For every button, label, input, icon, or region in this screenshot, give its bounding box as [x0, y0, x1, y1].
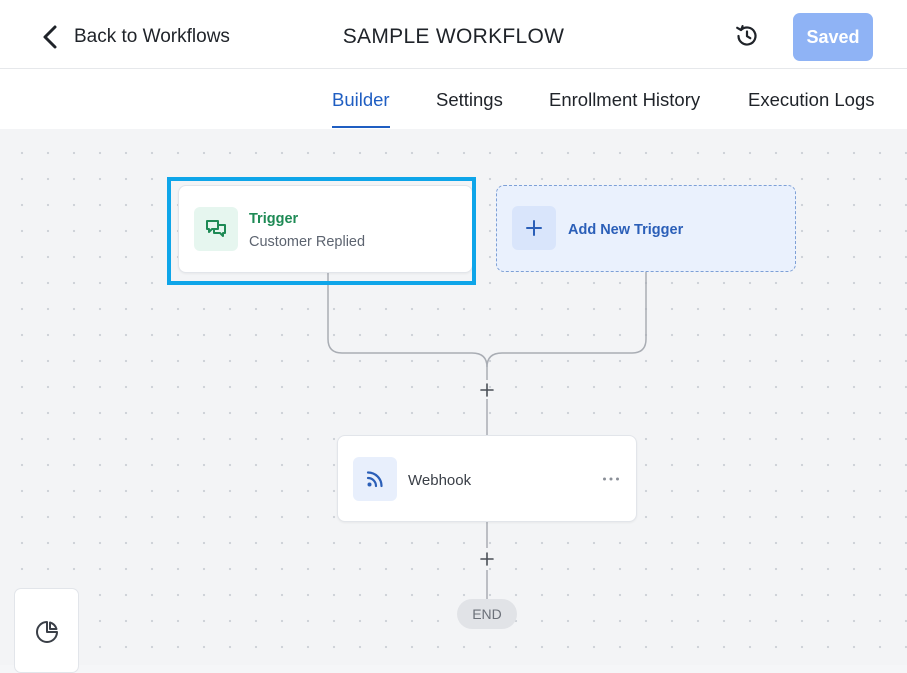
webhook-action-card[interactable]: Webhook	[337, 435, 637, 522]
analytics-button[interactable]	[14, 588, 79, 673]
more-horizontal-icon	[603, 477, 619, 481]
plus-icon	[526, 220, 542, 236]
plus-icon	[480, 383, 494, 397]
webhook-icon-box	[353, 457, 397, 501]
chat-icon	[206, 220, 226, 237]
tab-settings[interactable]: Settings	[436, 89, 503, 110]
tab-bar: Builder Settings Enrollment History Exec…	[0, 69, 907, 129]
add-step-button-end[interactable]	[477, 549, 497, 569]
top-bar: Back to Workflows SAMPLE WORKFLOW Saved	[0, 0, 907, 69]
tab-execution-logs[interactable]: Execution Logs	[748, 89, 875, 110]
tab-builder[interactable]: Builder	[332, 69, 390, 129]
add-step-button[interactable]	[477, 380, 497, 400]
history-button[interactable]	[733, 22, 761, 50]
chevron-left-icon	[43, 25, 57, 49]
tab-enrollment-history[interactable]: Enrollment History	[549, 89, 701, 110]
plus-icon	[480, 552, 494, 566]
pie-chart-icon	[36, 621, 58, 643]
more-options-button[interactable]	[600, 468, 622, 490]
trigger-icon-box	[194, 207, 238, 251]
add-new-trigger-button[interactable]: Add New Trigger	[496, 185, 796, 272]
back-to-workflows-link[interactable]: Back to Workflows	[40, 22, 230, 52]
rss-icon	[366, 471, 383, 488]
add-trigger-icon-box	[512, 206, 556, 250]
history-icon	[736, 25, 757, 46]
back-label: Back to Workflows	[74, 26, 230, 47]
saved-button[interactable]: Saved	[793, 13, 873, 61]
end-node: END	[457, 599, 517, 629]
trigger-label: Trigger	[249, 211, 299, 227]
webhook-label: Webhook	[408, 472, 472, 489]
trigger-card[interactable]: Trigger Customer Replied	[178, 185, 473, 273]
trigger-subtitle: Customer Replied	[249, 234, 366, 250]
add-trigger-label: Add New Trigger	[568, 222, 684, 238]
